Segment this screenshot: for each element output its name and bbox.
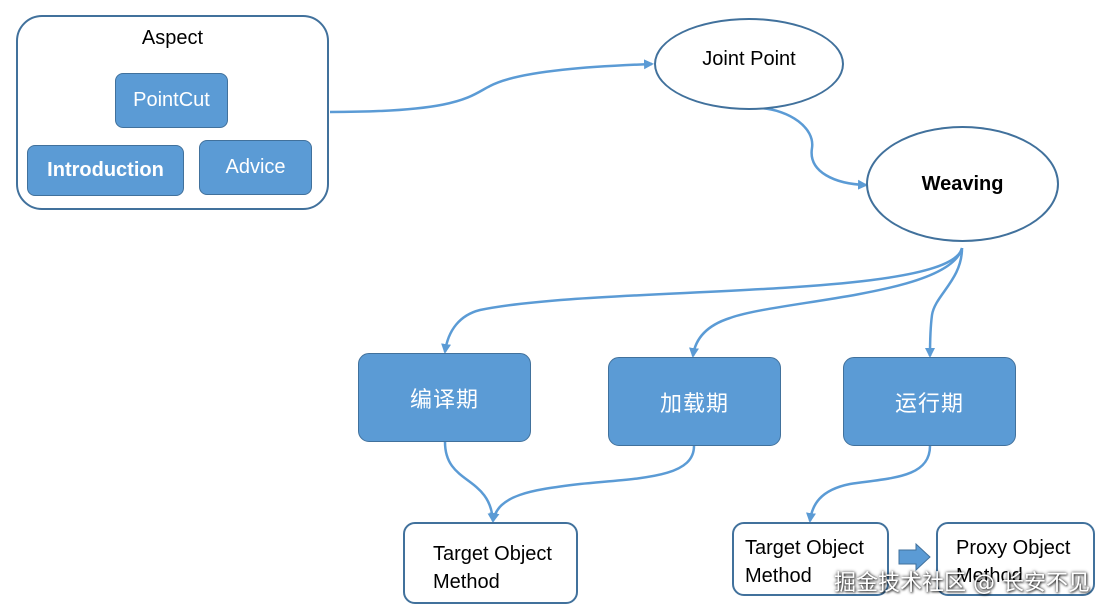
- target-object-left-line2: Method: [433, 571, 500, 593]
- pointcut-box: PointCut: [115, 73, 228, 128]
- watermark-text: 掘金技术社区 @ 长安不见: [834, 571, 1090, 596]
- introduction-box: Introduction: [27, 145, 184, 196]
- joint-point-ellipse: Joint Point: [654, 18, 844, 110]
- connector-weaving-to-compile: [441, 247, 964, 354]
- proxy-object-line2: Method: [956, 565, 1023, 587]
- target-object-right-box: Target Object Method: [732, 522, 889, 596]
- proxy-object-box: Proxy Object Method: [936, 522, 1095, 596]
- aspect-title: Aspect: [141, 27, 204, 49]
- connector-load-to-target-left: [489, 445, 696, 523]
- connector-compile-to-target-left: [443, 441, 498, 523]
- connector-aspect-to-jointpoint: [329, 59, 654, 114]
- target-object-right-line2: Method: [745, 565, 812, 587]
- connector-jointpoint-to-weaving: [759, 106, 868, 190]
- target-object-left-line1: Target Object: [433, 543, 552, 565]
- stage-compile-box: 编译期: [358, 353, 531, 442]
- stage-load-box: 加载期: [608, 357, 781, 446]
- target-object-right-line1: Target Object: [745, 537, 864, 559]
- connector-runtime-to-target-right: [806, 445, 932, 523]
- connector-weaving-to-runtime: [925, 247, 964, 358]
- advice-box: Advice: [199, 140, 312, 195]
- proxy-object-line1: Proxy Object: [956, 537, 1071, 559]
- joint-point-label: Joint Point: [702, 47, 796, 70]
- weaving-label: Weaving: [921, 172, 1004, 195]
- target-object-left-box: Target Object Method: [403, 522, 578, 604]
- weaving-ellipse: Weaving: [866, 126, 1059, 242]
- stage-runtime-box: 运行期: [843, 357, 1016, 446]
- connector-weaving-to-load: [689, 247, 964, 358]
